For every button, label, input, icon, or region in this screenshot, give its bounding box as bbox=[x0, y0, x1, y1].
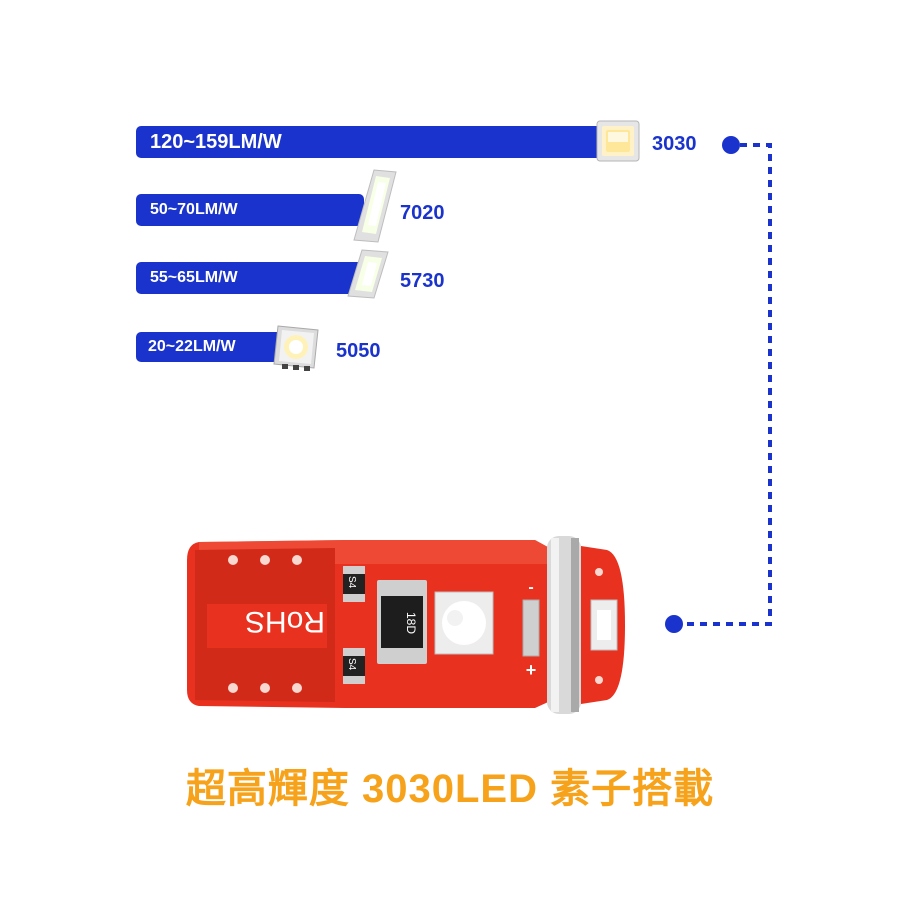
diode-marking-top: S4 bbox=[346, 576, 357, 589]
chip-label-7020: 7020 bbox=[400, 202, 445, 224]
connector-path bbox=[683, 143, 772, 626]
led-chip-7020-icon bbox=[352, 168, 398, 244]
chip-label-5730: 5730 bbox=[400, 270, 445, 292]
diode-marking-bottom: S4 bbox=[346, 658, 357, 671]
led-chip-5050-icon bbox=[270, 320, 322, 372]
efficiency-label-5730: 55~65LM/W bbox=[150, 269, 238, 286]
polarity-minus: - bbox=[528, 579, 533, 596]
efficiency-bar-5050: 20~22LM/W bbox=[136, 332, 282, 362]
polarity-plus: + bbox=[526, 660, 537, 680]
efficiency-label-3030: 120~159LM/W bbox=[150, 130, 282, 153]
t10-led-bulb: RoHS S4 S4 18D - + bbox=[185, 530, 645, 725]
efficiency-label-5050: 20~22LM/W bbox=[148, 338, 236, 355]
led-chip-3030-icon bbox=[596, 120, 640, 162]
efficiency-label-7020: 50~70LM/W bbox=[150, 201, 238, 218]
connector-dot-bottom bbox=[665, 615, 683, 633]
rohs-marking: RoHS bbox=[245, 605, 325, 638]
efficiency-bar-7020: 50~70LM/W bbox=[136, 194, 364, 226]
led-chip-5730-icon bbox=[346, 248, 390, 300]
resistor-marking: 18D bbox=[404, 612, 418, 634]
chip-label-5050: 5050 bbox=[336, 340, 381, 362]
chip-label-3030: 3030 bbox=[652, 133, 697, 155]
headline: 超高輝度 3030LED 素子搭載 bbox=[185, 767, 715, 811]
efficiency-bar-5730: 55~65LM/W bbox=[136, 262, 364, 294]
efficiency-bar-3030: 120~159LM/W bbox=[136, 126, 614, 158]
connector-dot-top bbox=[722, 136, 740, 154]
